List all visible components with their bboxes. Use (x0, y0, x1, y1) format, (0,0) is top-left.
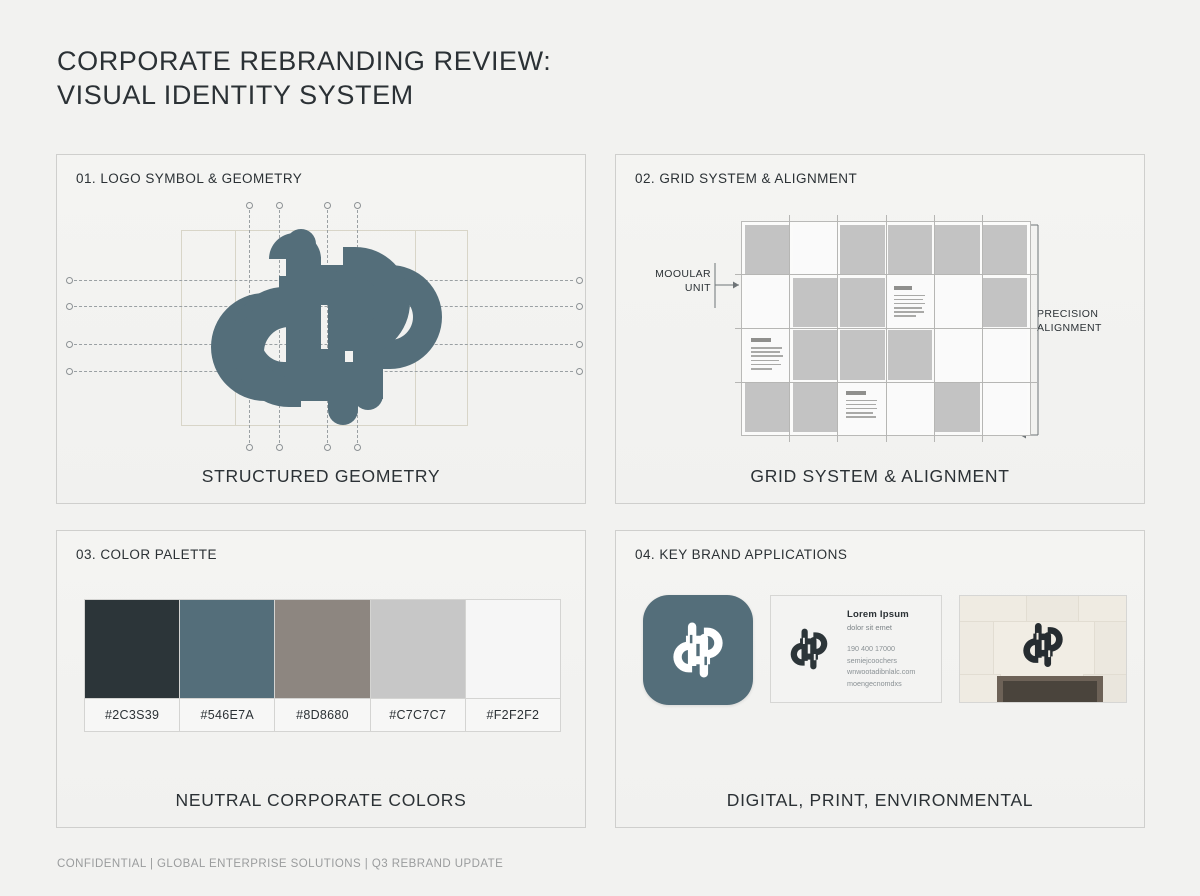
anchor-node (276, 202, 283, 209)
swatch-hex-label: #8D8680 (275, 698, 370, 731)
anchor-node (246, 202, 253, 209)
grid-cell (840, 225, 885, 275)
panel-apps-caption: DIGITAL, PRINT, ENVIRONMENTAL (726, 790, 1034, 810)
grid-cell (982, 330, 1027, 380)
grid-cell-text (887, 277, 932, 327)
swatch-chip (180, 600, 275, 698)
color-swatch[interactable]: #C7C7C7 (369, 600, 465, 731)
grid-canvas (741, 221, 1031, 436)
swatch-chip (85, 600, 180, 698)
color-swatch[interactable]: #F2F2F2 (464, 600, 561, 731)
grid-cell (935, 225, 980, 275)
anchor-node (66, 368, 73, 375)
grid-cell (887, 330, 932, 380)
swatch-chip (465, 600, 561, 698)
swatch-chip (370, 600, 465, 698)
logo-mark-signage (1023, 622, 1063, 667)
modular-unit-label: MOOULAR UNIT (655, 268, 711, 295)
grid-cell (792, 330, 837, 380)
app-icon-tile[interactable] (643, 595, 753, 705)
anchor-node (576, 368, 583, 375)
panel-grid: 01. LOGO SYMBOL & GEOMETRY (56, 154, 1145, 828)
color-swatch[interactable]: #546E7A (179, 600, 275, 731)
grid-cell (887, 225, 932, 275)
card-subtitle: dolor sit emet (847, 622, 893, 632)
color-swatch[interactable]: #8D8680 (274, 600, 370, 731)
anchor-node (354, 202, 361, 209)
grid-cell (982, 277, 1027, 327)
grid-cell (840, 330, 885, 380)
card-name: Lorem Ipsum (847, 608, 909, 620)
anchor-node (576, 341, 583, 348)
logo-mark-card (790, 628, 828, 670)
grid-cell (745, 382, 790, 432)
anchor-node (66, 303, 73, 310)
logo-mark (234, 229, 410, 425)
grid-cell-text (840, 382, 885, 432)
grid-cell (840, 277, 885, 327)
environmental-signage[interactable] (959, 595, 1127, 703)
modular-grid-diagram (735, 215, 1037, 442)
business-card-text: Lorem Ipsum dolor sit emet 190 400 17000… (847, 609, 915, 689)
grid-cell (792, 382, 837, 432)
card-contact: 190 400 17000 semiejcoochers wnwootadibn… (847, 644, 916, 688)
panel-apps-label: 04. KEY BRAND APPLICATIONS (635, 547, 848, 562)
doorway (996, 676, 1103, 702)
swatch-hex-label: #2C3S39 (85, 698, 180, 731)
page-title: CORPORATE REBRANDING REVIEW: VISUAL IDEN… (57, 46, 552, 111)
anchor-node (324, 444, 331, 451)
footer-text: CONFIDENTIAL | GLOBAL ENTERPRISE SOLUTIO… (57, 858, 504, 870)
grid-cell (792, 277, 837, 327)
logo-mark-app-icon (673, 622, 723, 678)
swatch-hex-label: #F2F2F2 (465, 698, 561, 731)
grid-cell (982, 382, 1027, 432)
swatch-hex-label: #546E7A (180, 698, 275, 731)
color-swatch[interactable]: #2C3S39 (85, 600, 180, 731)
grid-cell (887, 382, 932, 432)
anchor-node (354, 444, 361, 451)
grid-cell (935, 277, 980, 327)
color-palette: #2C3S39 #546E7A #8D8680 #C7C7C7 #F2F2F2 (84, 599, 561, 732)
grid-cell (935, 382, 980, 432)
anchor-node (324, 202, 331, 209)
business-card[interactable]: Lorem Ipsum dolor sit emet 190 400 17000… (770, 595, 942, 703)
applications-row: Lorem Ipsum dolor sit emet 190 400 17000… (643, 595, 1127, 705)
panel-color-palette: 03. COLOR PALETTE #2C3S39 #546E7A #8D868… (56, 530, 586, 828)
panel-color-caption: NEUTRAL CORPORATE COLORS (175, 790, 467, 810)
anchor-node (66, 341, 73, 348)
anchor-node (276, 444, 283, 451)
grid-cell (935, 330, 980, 380)
logo-construction-stage (57, 199, 585, 451)
grid-cell (745, 277, 790, 327)
anchor-node (246, 444, 253, 451)
panel-logo-symbol: 01. LOGO SYMBOL & GEOMETRY (56, 154, 586, 504)
anchor-node (576, 277, 583, 284)
grid-cell (745, 225, 790, 275)
anchor-node (576, 303, 583, 310)
panel-color-label: 03. COLOR PALETTE (76, 547, 217, 562)
anchor-node (66, 277, 73, 284)
swatch-hex-label: #C7C7C7 (370, 698, 465, 731)
panel-brand-applications: 04. KEY BRAND APPLICATIONS (615, 530, 1145, 828)
panel-grid-system: 02. GRID SYSTEM & ALIGNMENT MOOULAR UNIT… (615, 154, 1145, 504)
modular-unit-arrow (714, 263, 739, 308)
grid-cell (982, 225, 1027, 275)
precision-alignment-label: PRECISION ALIGNMENT (1037, 308, 1102, 335)
swatch-chip (275, 600, 370, 698)
grid-cell (792, 225, 837, 275)
panel-logo-label: 01. LOGO SYMBOL & GEOMETRY (76, 171, 303, 186)
panel-logo-caption: STRUCTURED GEOMETRY (201, 466, 441, 486)
grid-cell-text (745, 330, 790, 380)
panel-grid-caption: GRID SYSTEM & ALIGNMENT (750, 466, 1010, 486)
panel-grid-label: 02. GRID SYSTEM & ALIGNMENT (635, 171, 858, 186)
